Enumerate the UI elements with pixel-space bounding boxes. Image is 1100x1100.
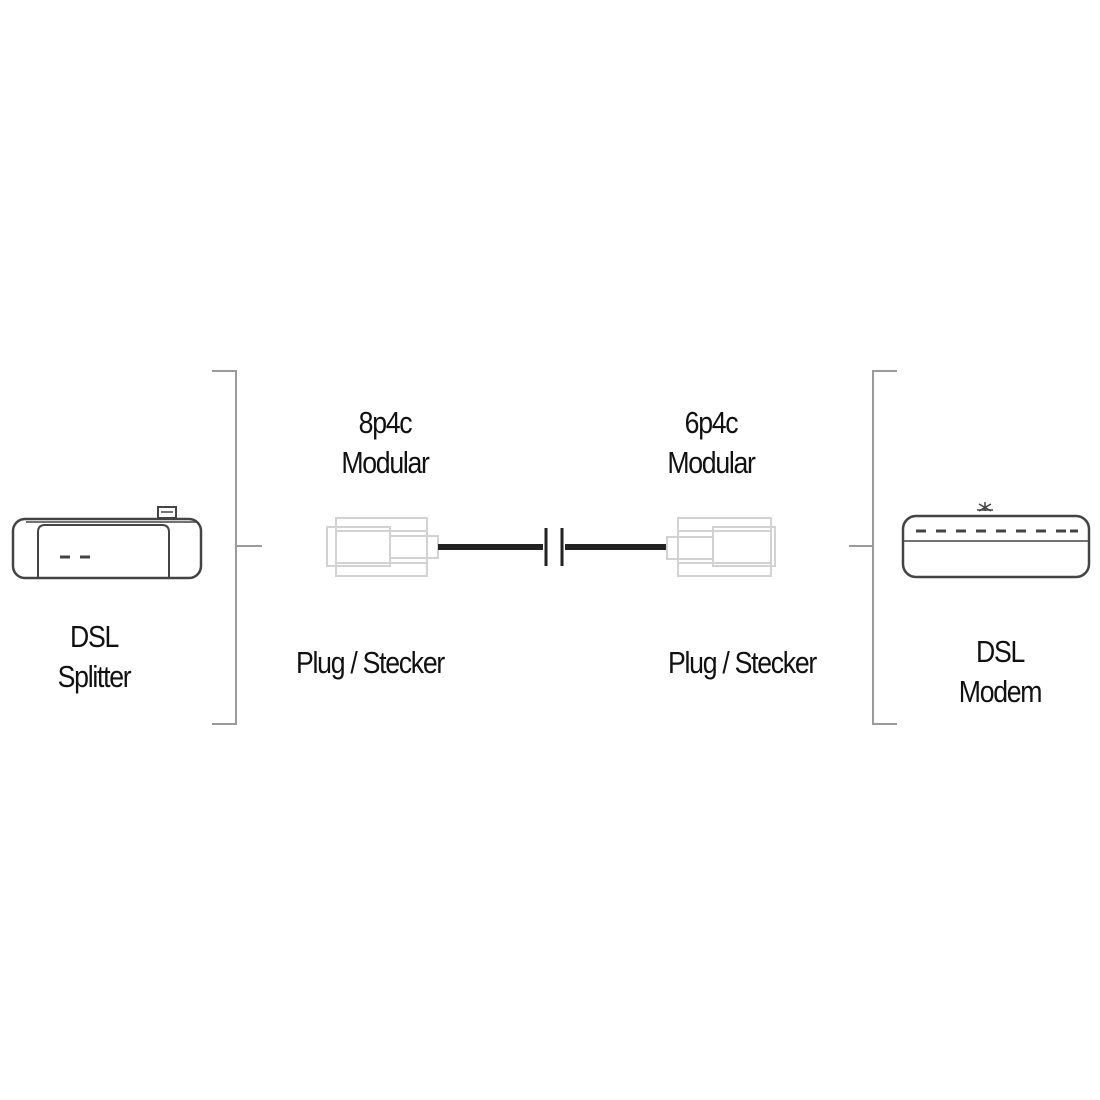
left-bracket (212, 370, 262, 725)
left-device-line1: DSL (70, 619, 119, 654)
left-plug-type-line1: 8p4c (358, 405, 413, 440)
left-plug-type-line2: Modular (341, 445, 430, 480)
right-plug-type-label: 6p4c Modular (647, 403, 776, 483)
left-device-label: DSL Splitter (34, 617, 154, 697)
left-device-line2: Splitter (57, 659, 132, 694)
rj11-plug-icon (666, 517, 776, 577)
rj45-plug-icon (326, 517, 439, 577)
right-plug-kind-label: Plug / Stecker (656, 643, 828, 683)
right-device-line2: Modem (958, 674, 1043, 709)
right-bracket (849, 370, 897, 725)
cable-break-icon (438, 528, 668, 566)
left-plug-kind: Plug / Stecker (296, 645, 445, 680)
right-plug-type-line2: Modular (667, 445, 756, 480)
right-device-line1: DSL (976, 634, 1025, 669)
activity-indicator-icon (977, 502, 993, 512)
splitter-icon (11, 506, 203, 580)
left-plug-kind-label: Plug / Stecker (284, 643, 456, 683)
left-plug-type-label: 8p4c Modular (321, 403, 450, 483)
right-plug-type-line1: 6p4c (684, 405, 739, 440)
right-plug-kind: Plug / Stecker (668, 645, 817, 680)
modem-icon (901, 502, 1091, 579)
right-device-label: DSL Modem (940, 632, 1060, 712)
